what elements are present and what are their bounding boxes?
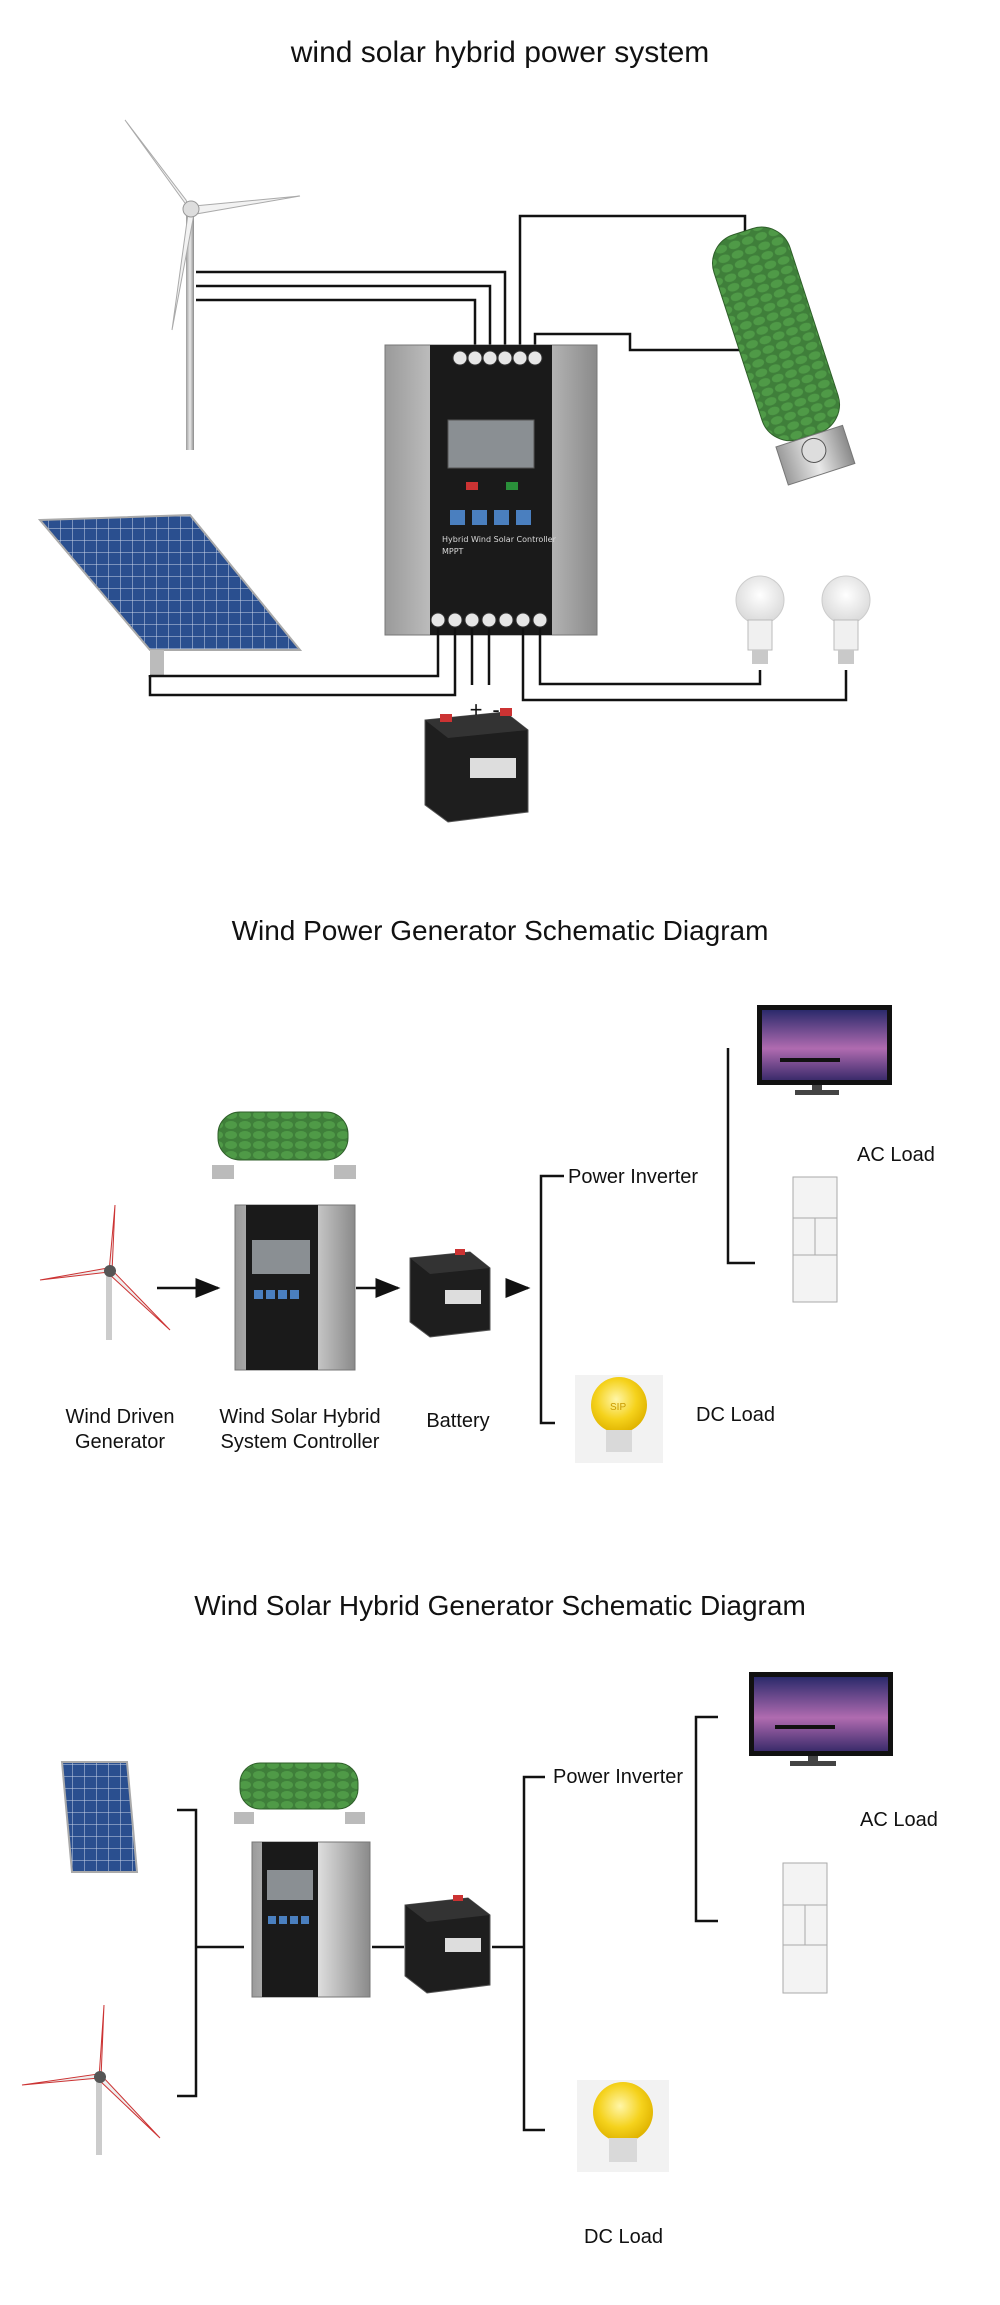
controller-top-terminals: [452, 350, 543, 366]
ac-load-label: AC Load: [857, 1144, 935, 1166]
wind-turbine-icon: [39, 1204, 171, 1340]
wind-turbine-icon: [21, 2004, 161, 2155]
controller-icon: Hybrid Wind Solar Controller MPPT: [384, 344, 598, 636]
battery-icon: [424, 708, 529, 823]
solar-panel-icon: [60, 1761, 139, 1873]
section1-title: wind solar hybrid power system: [290, 36, 710, 69]
tv-icon: [749, 1672, 893, 1766]
controller-label: Wind Solar Hybrid System Controller: [219, 1406, 381, 1453]
controller-bottom-terminals: [430, 612, 548, 628]
dump-resistor-icon: [234, 1762, 365, 1824]
light-bulb-icon: SIP: [575, 1375, 663, 1463]
controller-name-text: Hybrid Wind Solar Controller: [442, 535, 557, 544]
light-bulb-icon: [577, 2080, 669, 2172]
battery-icon: [404, 1895, 491, 1994]
svg-text:SIP: SIP: [610, 1402, 626, 1413]
dc-load-label: DC Load: [696, 1404, 775, 1426]
controller-icon: [251, 1841, 371, 1998]
inverter-label: Power Inverter: [568, 1166, 699, 1188]
battery-label: Battery: [426, 1410, 490, 1432]
wind-turbine-icon: [124, 119, 301, 450]
led-bulb-icon: [821, 575, 871, 664]
svg-text:MPPT: MPPT: [442, 547, 464, 556]
ac-load-label: AC Load: [860, 1809, 938, 1831]
battery-plus-label: +: [469, 697, 483, 722]
dc-load-label: DC Load: [584, 2226, 663, 2248]
controller-icon: [234, 1204, 356, 1371]
wind-gen-label: Wind Driven Generator: [65, 1406, 175, 1453]
inverter-label: Power Inverter: [553, 1766, 684, 1788]
refrigerator-icon: [792, 1176, 838, 1303]
dump-resistor-icon: [712, 226, 856, 486]
tv-icon: [757, 1005, 892, 1095]
battery-minus-label: -: [492, 697, 500, 722]
solar-panel-icon: [37, 513, 303, 675]
dump-resistor-icon: [212, 1111, 356, 1179]
led-bulb-icon: [735, 575, 785, 664]
section3-title: Wind Solar Hybrid Generator Schematic Di…: [194, 1590, 806, 1621]
battery-icon: [409, 1249, 491, 1338]
section2-title: Wind Power Generator Schematic Diagram: [231, 915, 769, 946]
refrigerator-icon: [782, 1862, 828, 1994]
